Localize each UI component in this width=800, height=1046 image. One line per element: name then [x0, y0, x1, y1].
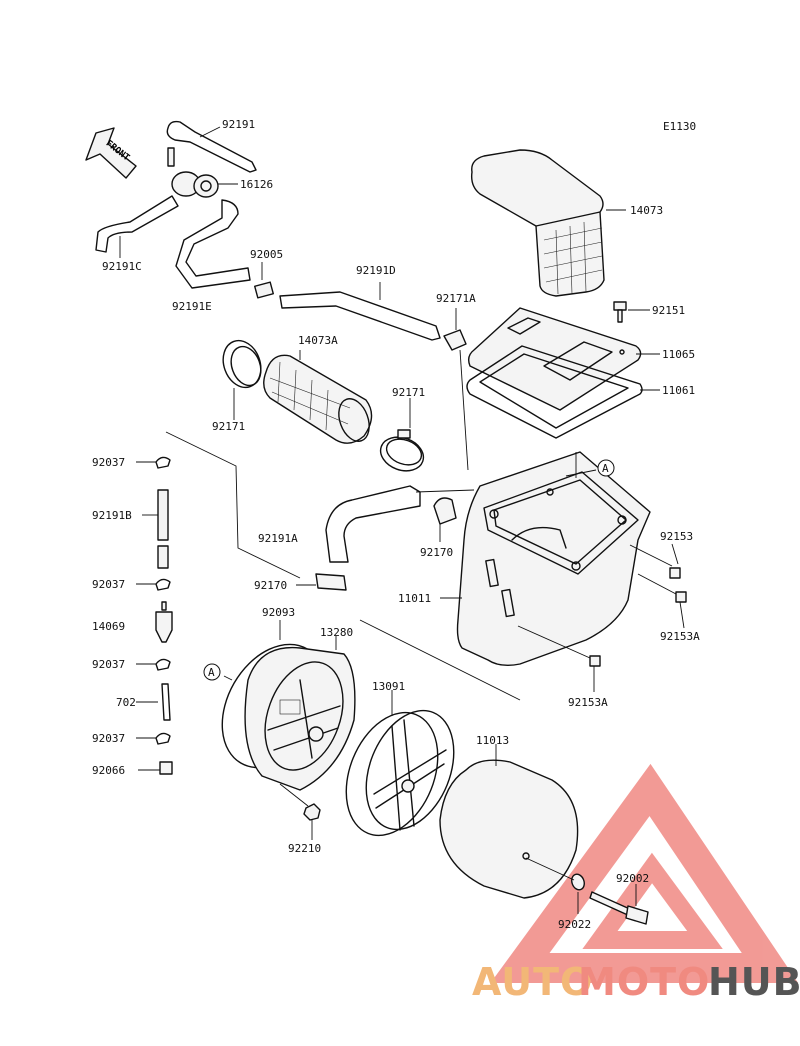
- clip-92037-4: [136, 732, 171, 745]
- label-92066: 92066: [92, 764, 125, 777]
- clamp-92170-a: [433, 497, 457, 542]
- label-92171-right: 92171: [392, 386, 425, 399]
- label-92151: 92151: [652, 304, 685, 317]
- bolt-92153: [629, 543, 681, 579]
- bolt-92153A-1: [637, 573, 687, 629]
- tube-92191B: [142, 489, 169, 569]
- callout-a-right: A: [565, 459, 615, 477]
- airbox-11011: [440, 451, 651, 667]
- clamp-92170-b: [296, 573, 347, 591]
- label-92153: 92153: [660, 530, 693, 543]
- label-92002: 92002: [616, 872, 649, 885]
- clamp-92171-right: [379, 398, 425, 472]
- label-92170-b: 92170: [254, 579, 287, 592]
- label-13280: 13280: [320, 626, 353, 639]
- bolt-92153A-2: [517, 625, 601, 692]
- label-92153A-1: 92153A: [660, 630, 700, 643]
- label-92191D: 92191D: [356, 264, 396, 277]
- label-92037-1: 92037: [92, 456, 125, 469]
- frame-13091: [345, 690, 455, 837]
- hose-92191A: [325, 485, 475, 563]
- label-11011: 11011: [398, 592, 431, 605]
- callout-a-right-letter: A: [602, 462, 609, 475]
- watermark-triangle-inner: [582, 852, 723, 949]
- label-92191C: 92191C: [102, 260, 142, 273]
- filter-14069: [155, 601, 173, 643]
- plug-92066: [138, 761, 173, 775]
- label-92022: 92022: [558, 918, 591, 931]
- label-702: 702: [116, 696, 136, 709]
- lid-11065: [467, 307, 660, 411]
- nut-92210: [279, 783, 321, 840]
- label-14069: 14069: [92, 620, 125, 633]
- label-92005: 92005: [250, 248, 283, 261]
- watermark-logo: [490, 763, 799, 983]
- label-92037-3: 92037: [92, 658, 125, 671]
- label-92037-2: 92037: [92, 578, 125, 591]
- label-92191: 92191: [222, 118, 255, 131]
- watermark-triangle-outer: [490, 763, 799, 983]
- label-92171A: 92171A: [436, 292, 476, 305]
- diagram-code: E1130: [663, 120, 696, 133]
- label-13091: 13091: [372, 680, 405, 693]
- watermark-text-moto: MOTO: [578, 960, 710, 1004]
- cover-14073: [470, 149, 626, 297]
- front-arrow-icon: FRONT: [85, 127, 137, 179]
- hose-92191C: [95, 195, 179, 258]
- washer-92022: [525, 857, 585, 914]
- housing-13280: [244, 619, 521, 791]
- bolt-92002: [589, 884, 649, 925]
- duct-14073A: [263, 350, 373, 444]
- watermark-text-hub: HUB: [708, 960, 800, 1004]
- label-16126: 16126: [240, 178, 273, 191]
- label-92191E: 92191E: [172, 300, 212, 313]
- callout-a-left: A: [203, 663, 221, 681]
- element-11013: [439, 744, 579, 899]
- label-92171-left: 92171: [212, 420, 245, 433]
- clip-92037-3: [136, 658, 171, 671]
- fitting-92005: [254, 262, 274, 299]
- hose-92191D: [279, 282, 441, 341]
- clip-92037-1: [136, 456, 171, 469]
- label-92170-a: 92170: [420, 546, 453, 559]
- label-92210: 92210: [288, 842, 321, 855]
- label-14073A: 14073A: [298, 334, 338, 347]
- clamp-92171A: [443, 308, 469, 471]
- label-92191A: 92191A: [258, 532, 298, 545]
- valve-16126: [171, 171, 238, 198]
- label-11065: 11065: [662, 348, 695, 361]
- label-11013: 11013: [476, 734, 509, 747]
- label-11061: 11061: [662, 384, 695, 397]
- watermark-text-auto: AUTO: [472, 960, 593, 1004]
- label-92153A-2: 92153A: [568, 696, 608, 709]
- tube-702: [136, 683, 171, 721]
- gasket-11061: [466, 345, 660, 439]
- hose-92191E: [175, 199, 251, 289]
- clip-92037-2: [136, 578, 171, 591]
- label-92093: 92093: [262, 606, 295, 619]
- label-92191B: 92191B: [92, 509, 132, 522]
- callout-a-left-letter: A: [208, 666, 215, 679]
- clamp-92171-left: [222, 339, 262, 420]
- bolt-92151: [613, 301, 650, 323]
- label-14073: 14073: [630, 204, 663, 217]
- group-reference-line: [165, 431, 301, 579]
- hose-92191: [166, 120, 257, 173]
- label-92037-4: 92037: [92, 732, 125, 745]
